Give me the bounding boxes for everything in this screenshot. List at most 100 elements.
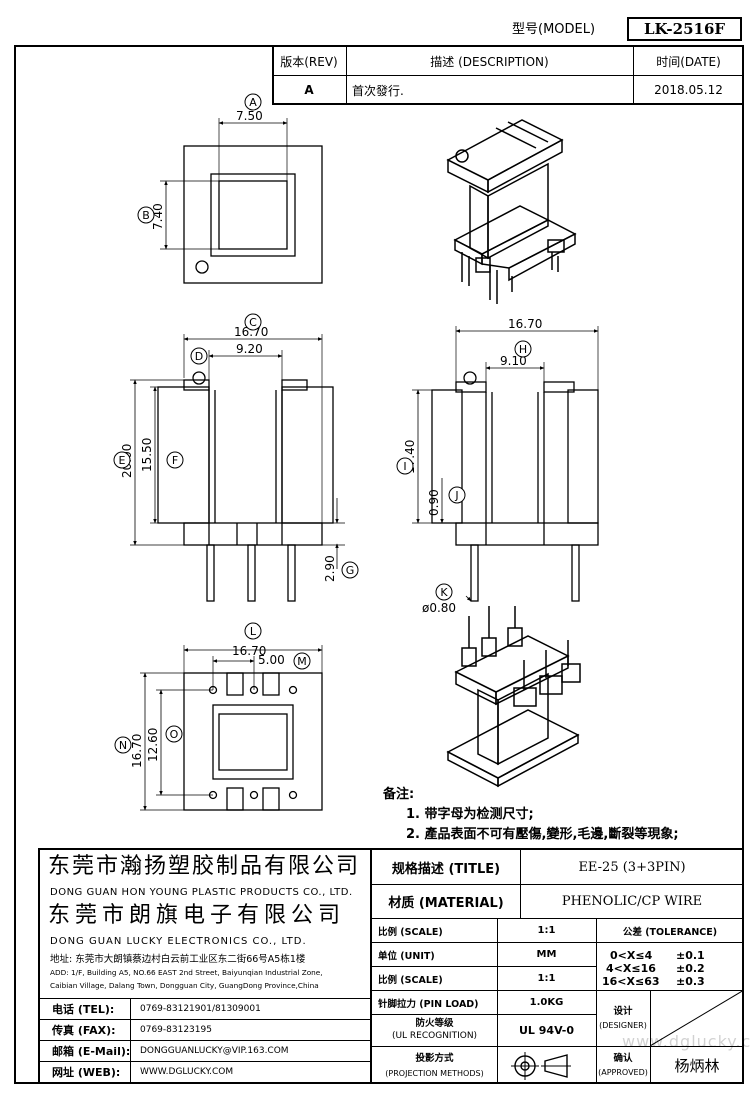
material-label: 材质 (MATERIAL) (388, 896, 504, 911)
svg-text:E: E (119, 454, 126, 467)
side-view (412, 326, 599, 602)
notes-line-2: 2. 產品表面不可有壓傷,變形,毛邊,斷裂等現象; (406, 827, 679, 842)
dimension-values: 7.50 7.40 16.70 9.20 20.00 15.50 2.90 16… (120, 109, 542, 768)
desc-label: 描述 (DESCRIPTION) (430, 54, 549, 69)
scale-value: 1:1 (537, 925, 556, 936)
technical-drawing: 7.50 7.40 16.70 9.20 20.00 15.50 2.90 16… (113, 93, 599, 811)
dim-j-value: 0.90 (427, 489, 441, 516)
letter-g: G (341, 561, 359, 579)
material-value: PHENOLIC/CP WIRE (561, 894, 703, 909)
dim-m-value: 5.00 (258, 653, 285, 667)
model-label: 型号(MODEL) (512, 22, 596, 37)
svg-text:N: N (119, 739, 127, 752)
approved-label-2: (APPROVED) (598, 1067, 648, 1077)
proj-label-2: (PROJECTION METHODS) (385, 1068, 484, 1078)
dim-d-value: 9.20 (236, 342, 263, 356)
letter-k: K (435, 583, 453, 601)
tol-range-3: 16<X≤63 (602, 975, 660, 988)
scale2-value: 1:1 (537, 973, 556, 984)
desc-value: 首次發行. (352, 83, 404, 98)
tol-value-3: ±0.3 (676, 975, 705, 988)
unit-label: 单位 (UNIT) (378, 950, 435, 962)
svg-text:G: G (346, 564, 355, 577)
notes-title: 备注: (383, 787, 415, 802)
ul-label-2: (UL RECOGNITION) (391, 1031, 478, 1041)
svg-text:M: M (297, 655, 307, 668)
letter-f: F (166, 451, 184, 469)
svg-text:J: J (454, 489, 458, 502)
dim-a-value: 7.50 (236, 109, 263, 123)
designer-label-2: (DESIGNER) (599, 1020, 647, 1030)
tel-label: 电话 (TEL): (52, 1003, 115, 1016)
company-name-2-en: DONG GUAN LUCKY ELECTRONICS CO., LTD. (50, 936, 307, 947)
svg-text:C: C (249, 316, 257, 329)
approved-label-1: 确认 (613, 1053, 633, 1064)
letter-b: B (137, 206, 155, 224)
watermark: www.dglucky.com (622, 1032, 750, 1051)
company-name-1-en: DONG GUAN HON YOUNG PLASTIC PRODUCTS CO.… (50, 887, 353, 898)
company-address-en-1: ADD: 1/F, Building A5, NO.66 EAST 2nd St… (50, 968, 323, 977)
dim-side-width-value: 16.70 (508, 317, 542, 331)
tol-range-2: 4<X≤16 (606, 962, 656, 975)
rev-value: A (304, 83, 314, 97)
svg-text:B: B (142, 209, 150, 222)
dim-h-value: 9.10 (500, 354, 527, 368)
company-address-cn: 地址: 东莞市大朗镇蔡边村白云前工业区东二街66号A5栋1楼 (50, 954, 306, 965)
designer-label-1: 设计 (613, 1006, 633, 1017)
web-label: 网址 (WEB): (52, 1066, 121, 1079)
tol-range-1: 0<X≤4 (610, 949, 653, 962)
dim-g-value: 2.90 (323, 555, 337, 582)
proj-label-1: 投影方式 (415, 1053, 454, 1064)
dim-l-value: 16.70 (232, 644, 266, 658)
date-label: 时间(DATE) (656, 54, 721, 69)
letter-m: M (293, 652, 311, 670)
pinload-label: 针脚拉力 (PIN LOAD) (378, 998, 479, 1010)
dim-f-value: 15.50 (140, 438, 154, 472)
bottom-view (140, 645, 323, 811)
fax-label: 传真 (FAX): (52, 1024, 116, 1037)
letter-l: L (244, 622, 262, 640)
pinload-value: 1.0KG (529, 997, 564, 1008)
company-name-2: 东莞市朗旗电子有限公司 (48, 903, 346, 928)
web-value: WWW.DGLUCKY.COM (140, 1067, 234, 1077)
drawing-frame (14, 45, 744, 1084)
dim-o-value: 12.60 (146, 728, 160, 762)
tel-value: 0769-83121901/81309001 (140, 1004, 261, 1014)
mail-label: 邮箱 (E-Mail): (52, 1045, 131, 1058)
projection-symbol (511, 1052, 571, 1080)
front-view (130, 334, 345, 602)
svg-text:D: D (195, 350, 203, 363)
letter-h: H (514, 340, 532, 358)
mail-value: DONGGUANLUCKY@VIP.163.COM (140, 1046, 289, 1056)
letter-n: N (114, 736, 132, 754)
notes-line-1: 1. 带字母为检测尺寸; (406, 807, 534, 822)
dim-c-value: 16.70 (234, 325, 268, 339)
letter-i: I (396, 457, 414, 475)
letter-o: O (165, 725, 183, 743)
svg-text:A: A (249, 96, 257, 109)
model-value-box: LK-2516F (627, 17, 742, 41)
svg-text:K: K (440, 586, 448, 599)
svg-text:F: F (172, 454, 178, 467)
dimension-letters: A B C D E F G H I J K L M N O (113, 93, 532, 754)
letter-j: J (448, 486, 466, 504)
svg-text:H: H (519, 343, 527, 356)
title-value: EE-25 (3+3PIN) (578, 859, 686, 875)
dim-b-value: 7.40 (151, 203, 165, 230)
date-value: 2018.05.12 (654, 83, 723, 97)
scale-label: 比例 (SCALE) (378, 926, 443, 938)
rev-label: 版本(REV) (280, 54, 338, 69)
company-address-en-2: Caibian Village, Dalang Town, Dongguan C… (50, 981, 319, 990)
title-block (38, 848, 744, 1084)
ul-value: UL 94V-0 (518, 1024, 574, 1037)
dim-k-value: ø0.80 (422, 601, 456, 615)
tol-value-2: ±0.2 (676, 962, 705, 975)
letter-c: C (244, 313, 262, 331)
letter-a: A (244, 93, 262, 111)
approved-value: 杨炳林 (674, 1057, 720, 1075)
fax-value: 0769-83123195 (140, 1025, 212, 1035)
tolerance-label: 公差 (TOLERANCE) (622, 926, 718, 938)
scale2-label: 比例 (SCALE) (378, 974, 443, 986)
letter-d: D (190, 347, 208, 365)
dim-n-value: 16.70 (130, 734, 144, 768)
